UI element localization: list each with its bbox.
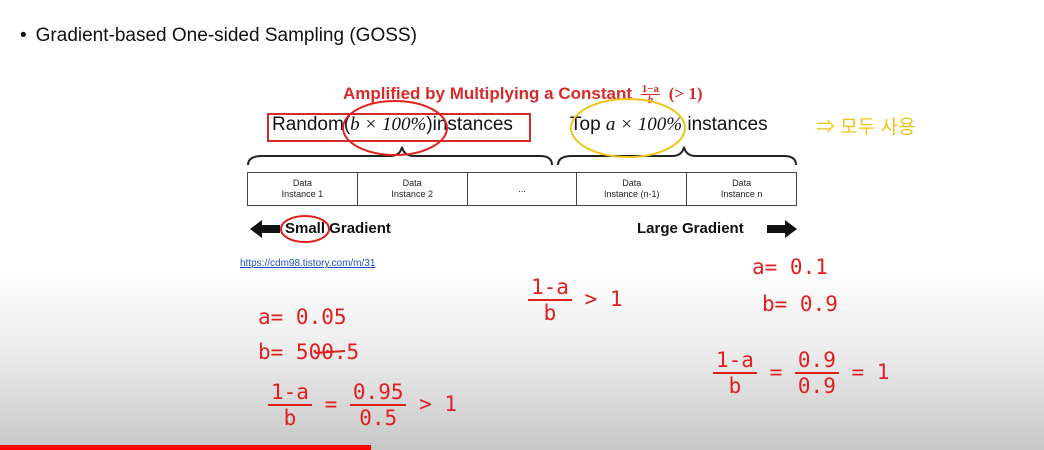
cell-text: Data Instance 2: [391, 178, 433, 199]
hand-num: 1-a: [528, 275, 572, 301]
table-cell: ...: [468, 173, 578, 205]
source-link[interactable]: https://cdm98.tistory.com/m/31: [240, 258, 376, 269]
hand-den: b: [283, 406, 297, 430]
hand-num: 0.9: [794, 348, 839, 374]
top-math: a × 100%: [605, 114, 683, 135]
cell-text: Data Instance n: [720, 178, 763, 199]
hand-left-b: b= 500.5: [258, 340, 360, 364]
random-math: b × 100%: [350, 114, 427, 135]
hand-right-a: a= 0.1: [752, 255, 828, 279]
top-instances-label: Top a × 100% instances: [570, 114, 768, 136]
hand-eq: =: [769, 360, 783, 384]
heading-text: Gradient-based One-sided Sampling (GOSS): [35, 25, 417, 46]
fraction-numerator: 1−a: [640, 83, 661, 96]
left-brace: [247, 146, 553, 166]
cell-text: Data Instance 1: [281, 178, 324, 199]
left-arrow-icon: [250, 220, 280, 238]
hand-gt: > 1: [419, 392, 458, 416]
cell-text: ...: [518, 183, 526, 194]
video-progress-played: [0, 445, 371, 450]
hand-den: b: [543, 301, 557, 325]
constant-fraction: 1−a b: [640, 83, 661, 107]
hand-result: = 1: [851, 360, 890, 384]
table-cell: Data Instance (n-1): [577, 173, 688, 205]
right-arrow-icon: [767, 220, 797, 238]
cell-text: Data Instance (n-1): [604, 178, 660, 199]
random-pre: Random(: [272, 114, 351, 135]
table-cell: Data Instance 2: [358, 173, 468, 205]
hand-gt: > 1: [584, 287, 623, 311]
korean-annotation: ⇒ 모두 사용: [816, 117, 916, 138]
table-cell: Data Instance n: [687, 173, 796, 205]
small-gradient-label: Small Gradient: [285, 220, 391, 237]
large-gradient-label: Large Gradient: [637, 220, 744, 237]
slide-heading: • Gradient-based One-sided Sampling (GOSS…: [20, 25, 417, 47]
top-pre: Top: [570, 114, 606, 135]
fraction-denominator: b: [647, 94, 654, 107]
table-cell: Data Instance 1: [248, 173, 358, 205]
hand-eq: =: [324, 392, 338, 416]
hand-num: 1-a: [268, 380, 312, 406]
random-instances-label: Random(b × 100%)instances: [272, 114, 513, 136]
hand-den: 0.5: [359, 406, 398, 430]
right-brace: [557, 146, 797, 166]
video-progress-bar[interactable]: [0, 445, 1044, 450]
data-instance-table: Data Instance 1 Data Instance 2 ... Data…: [247, 172, 797, 206]
hand-den: 0.9: [797, 374, 836, 398]
hand-left-a: a= 0.05: [258, 305, 347, 329]
amplified-tail: (> 1): [668, 84, 703, 103]
hand-right-b: b= 0.9: [762, 292, 838, 316]
top-post: instances: [682, 114, 768, 135]
amplified-text: Amplified by Multiplying a Constant: [343, 84, 632, 103]
amplified-caption: Amplified by Multiplying a Constant 1−a …: [343, 83, 703, 107]
hand-num: 1-a: [713, 348, 757, 374]
random-post: )instances: [426, 114, 513, 135]
hand-den: b: [728, 374, 742, 398]
hand-num: 0.95: [349, 380, 407, 406]
bullet-icon: •: [20, 25, 27, 46]
